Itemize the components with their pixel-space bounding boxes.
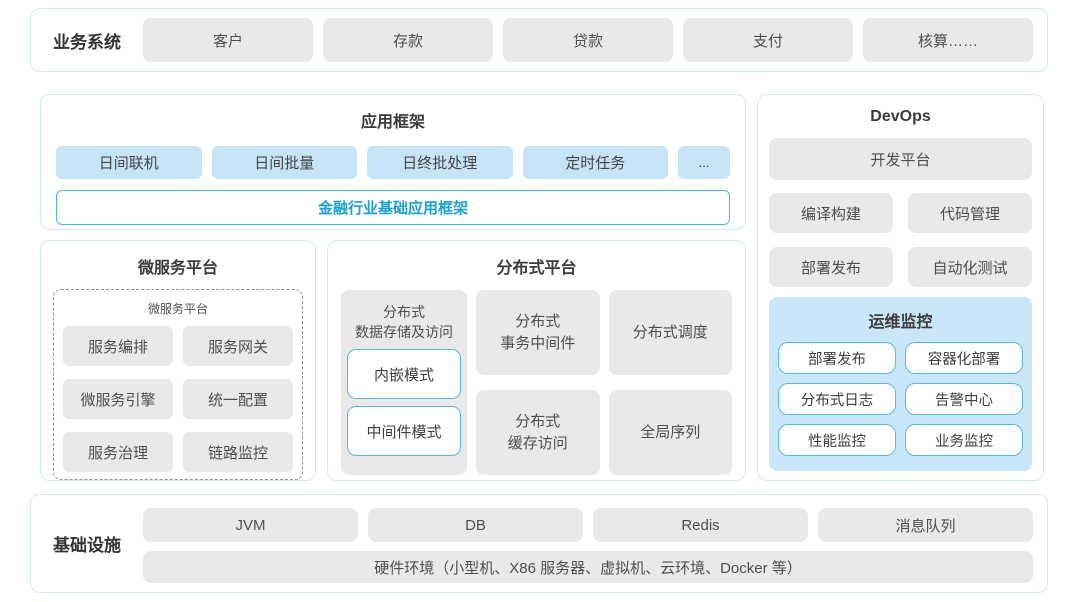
distributed-content: 分布式 数据存储及访问 内嵌模式 中间件模式 分布式 事务中间件 分布式调度 分…	[328, 290, 745, 475]
microservice-box: 服务网关	[183, 326, 293, 366]
business-systems-items: 客户 存款 贷款 支付 核算……	[143, 18, 1033, 62]
infrastructure-items: JVM DB Redis 消息队列	[143, 508, 1033, 542]
devops-tools-grid: 编译构建 代码管理 部署发布 自动化测试	[769, 193, 1032, 287]
microservice-box: 服务编排	[63, 326, 173, 366]
app-framework-section: 应用框架 日间联机 日间批量 日终批处理 定时任务 ... 金融行业基础应用框架	[40, 94, 746, 230]
microservice-inner-title: 微服务平台	[147, 302, 208, 316]
distributed-platform-section: 分布式平台 分布式 数据存储及访问 内嵌模式 中间件模式 分布式 事务中间件 分…	[327, 240, 746, 481]
microservice-box: 服务治理	[63, 432, 173, 472]
infrastructure-content: JVM DB Redis 消息队列 硬件环境（小型机、X86 服务器、虚拟机、云…	[143, 495, 1033, 592]
business-system-box: 核算……	[863, 18, 1033, 62]
monitoring-box: 性能监控	[778, 424, 896, 456]
monitoring-box: 部署发布	[778, 342, 896, 374]
distributed-storage-label: 分布式 数据存储及访问	[355, 304, 453, 340]
ops-monitoring-title: 运维监控	[868, 314, 933, 331]
app-framework-chip: 日间批量	[211, 146, 357, 179]
microservice-grid: 服务编排 服务网关 微服务引擎 统一配置 服务治理 链路监控	[63, 326, 293, 472]
app-framework-chips: 日间联机 日间批量 日终批处理 定时任务 ...	[41, 146, 745, 179]
app-framework-chip: 日间联机	[56, 146, 202, 179]
middle-area: 应用框架 日间联机 日间批量 日终批处理 定时任务 ... 金融行业基础应用框架…	[40, 94, 1044, 481]
microservice-platform-section: 微服务平台 微服务平台 服务编排 服务网关 微服务引擎 统一配置 服务治理 链路…	[40, 240, 316, 481]
monitoring-box: 分布式日志	[778, 383, 896, 415]
distributed-box: 分布式 事务中间件	[476, 290, 600, 375]
monitoring-box: 告警中心	[905, 383, 1023, 415]
ops-monitoring-grid: 部署发布 容器化部署 分布式日志 告警中心 性能监控 业务监控	[778, 342, 1023, 456]
app-framework-chip: 定时任务	[522, 146, 668, 179]
base-framework-bar: 金融行业基础应用框架	[56, 190, 730, 225]
infrastructure-box: 消息队列	[818, 508, 1033, 542]
business-systems-section: 业务系统 客户 存款 贷款 支付 核算……	[30, 8, 1048, 72]
monitoring-box: 容器化部署	[905, 342, 1023, 374]
infrastructure-label: 基础设施	[53, 536, 121, 555]
distributed-storage-box: 分布式 数据存储及访问 内嵌模式 中间件模式	[341, 290, 467, 475]
business-systems-label: 业务系统	[53, 32, 121, 52]
ops-monitoring-panel: 运维监控 部署发布 容器化部署 分布式日志 告警中心 性能监控 业务监控	[769, 297, 1032, 471]
microservice-inner-box: 微服务平台 服务编排 服务网关 微服务引擎 统一配置 服务治理 链路监控	[53, 289, 303, 480]
app-framework-title: 应用框架	[360, 114, 425, 131]
devops-tool-box: 代码管理	[908, 193, 1032, 233]
business-system-box: 贷款	[503, 18, 673, 62]
devops-title: DevOps	[870, 108, 931, 125]
business-system-box: 客户	[143, 18, 313, 62]
storage-mode-box: 内嵌模式	[347, 349, 461, 399]
distributed-grid: 分布式 事务中间件 分布式调度 分布式 缓存访问 全局序列	[476, 290, 732, 475]
devops-dev-platform-box: 开发平台	[769, 138, 1032, 180]
devops-body: 开发平台 编译构建 代码管理 部署发布 自动化测试 运维监控 部署发布 容器化部…	[758, 126, 1043, 480]
business-system-box: 支付	[683, 18, 853, 62]
microservice-box: 链路监控	[183, 432, 293, 472]
monitoring-box: 业务监控	[905, 424, 1023, 456]
middle-left-column: 应用框架 日间联机 日间批量 日终批处理 定时任务 ... 金融行业基础应用框架…	[40, 94, 746, 481]
business-system-box: 存款	[323, 18, 493, 62]
app-framework-chip: 日终批处理	[367, 146, 513, 179]
storage-mode-box: 中间件模式	[347, 406, 461, 456]
infrastructure-box: Redis	[593, 508, 808, 542]
distributed-box: 分布式调度	[608, 290, 732, 375]
microservice-box: 微服务引擎	[63, 379, 173, 419]
distributed-platform-title: 分布式平台	[496, 260, 577, 277]
distributed-box: 全局序列	[608, 390, 732, 475]
devops-section: DevOps 开发平台 编译构建 代码管理 部署发布 自动化测试 运维监控 部署…	[757, 94, 1044, 481]
devops-tool-box: 部署发布	[769, 247, 893, 287]
devops-tool-box: 自动化测试	[908, 247, 1032, 287]
infrastructure-box: JVM	[143, 508, 358, 542]
platforms-row: 微服务平台 微服务平台 服务编排 服务网关 微服务引擎 统一配置 服务治理 链路…	[40, 240, 746, 481]
infrastructure-box: DB	[368, 508, 583, 542]
devops-tool-box: 编译构建	[769, 193, 893, 233]
microservice-platform-title: 微服务平台	[137, 260, 218, 277]
app-framework-chip-more: ...	[678, 146, 730, 179]
distributed-box: 分布式 缓存访问	[476, 390, 600, 475]
microservice-box: 统一配置	[183, 379, 293, 419]
hardware-environment-bar: 硬件环境（小型机、X86 服务器、虚拟机、云环境、Docker 等）	[143, 551, 1033, 583]
infrastructure-section: 基础设施 JVM DB Redis 消息队列 硬件环境（小型机、X86 服务器、…	[30, 494, 1048, 593]
